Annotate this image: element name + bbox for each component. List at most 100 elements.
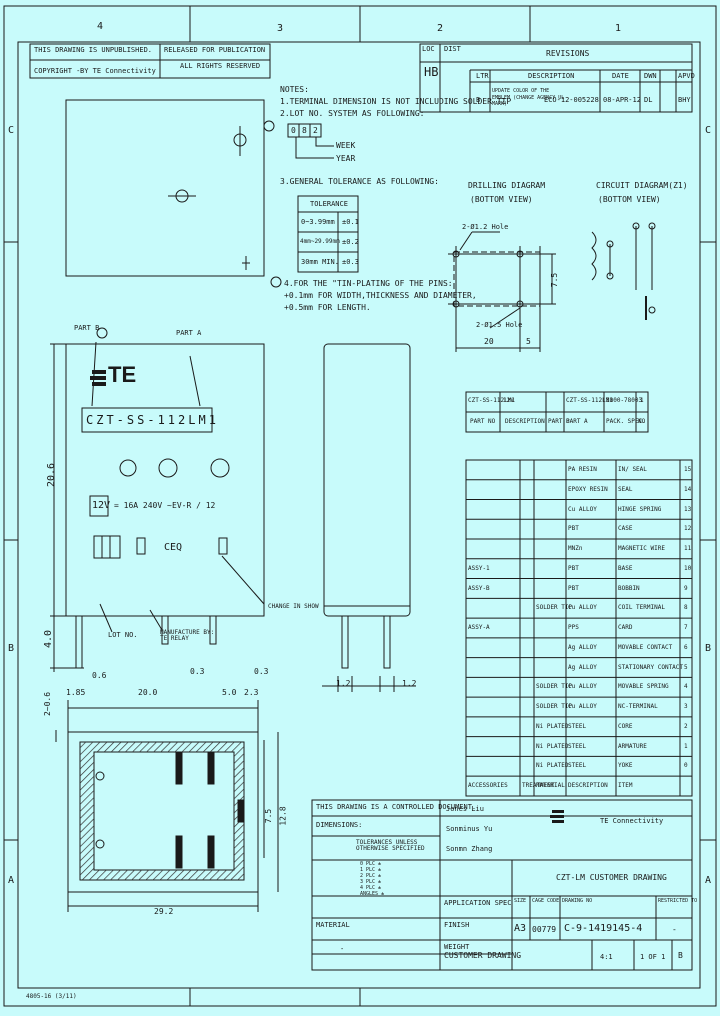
note-4c: +0.5mm FOR LENGTH. — [284, 303, 371, 312]
bom-cell: STATIONARY CONTACT — [618, 663, 684, 671]
relay-brand: TE — [108, 362, 137, 387]
bom-footer-cell: DESCRIPTION — [568, 782, 608, 790]
bom-cell: 13 — [684, 505, 692, 513]
bom-cell: 8 — [684, 604, 688, 612]
tb-title: CZT-LM CUSTOMER DRAWING — [556, 873, 667, 882]
cqc-mark — [119, 459, 137, 477]
zone-2: 2 — [437, 23, 444, 34]
bom-cell: 6 — [684, 643, 688, 651]
tol-line: 0 PLC ± — [360, 861, 382, 867]
bom-cell: 0 — [684, 762, 688, 770]
tol-line: 2 PLC ± — [360, 873, 382, 879]
tb-cage: 00779 — [532, 925, 557, 934]
bom-cell: Cu ALLOY — [568, 505, 597, 513]
rev-col-ltr: LTR — [476, 72, 489, 80]
rev-ltr: B — [476, 96, 481, 104]
note-2: 2.LOT NO. SYSTEM AS FOLLOWING: — [280, 109, 425, 118]
note-1: 1.TERMINAL DIMENSION IS NOT INCLUDING SO… — [280, 97, 512, 106]
tb-rest-value: - — [672, 925, 677, 934]
drilling-hole2: 2-Ø1.5 Hole — [476, 321, 523, 329]
tol-line: 3 PLC ± — [360, 879, 382, 885]
bom-cell: 3 — [684, 703, 688, 711]
rev-col-date: DATE — [612, 72, 629, 80]
tb-app-spec: APPLICATION SPEC — [444, 899, 512, 907]
rev-dwn: DL — [644, 96, 653, 104]
bom-cell: MOVABLE CONTACT — [618, 643, 673, 651]
bom-cell: 14 — [684, 485, 692, 493]
bom-footer-cell: ITEM — [618, 782, 633, 790]
bom-cell: 1 — [684, 742, 688, 750]
bom-cell: STEEL — [568, 722, 587, 730]
bom-cell: 10 — [684, 564, 692, 572]
bom-footer-cell: TREATMENT — [522, 782, 555, 790]
tb-tolerance: TOLERANCES UNLESS OTHERWISE SPECIFIED — [356, 839, 425, 852]
zone-3: 3 — [277, 23, 284, 34]
tb-size: A3 — [514, 923, 527, 934]
tb-cage-label: CAGE CODE — [532, 898, 560, 904]
relay-rating-code: EV-R / 12 — [172, 501, 216, 510]
zone-b-left: B — [8, 643, 15, 654]
bom-cell: 4 — [684, 683, 688, 691]
pt-value-1: 12V — [503, 397, 514, 404]
zone-c-left: C — [8, 125, 15, 136]
bv-dim-75: 7.5 — [264, 808, 274, 824]
revisions-title: REVISIONS — [546, 49, 590, 58]
note-4a: 4.FOR THE "TIN-PLATING OF THE PINS: — [284, 279, 453, 288]
tb-appr: Sonmn Zhang — [446, 845, 493, 853]
tol-range-3: 30mm MIN. — [301, 258, 339, 266]
tb-sheet: 1 OF 1 — [640, 953, 666, 961]
tb-dwn: Jones Liu — [446, 805, 484, 813]
notes-title: NOTES: — [280, 85, 309, 94]
tb-material-value: - — [340, 945, 345, 953]
bom-cell: 15 — [684, 466, 692, 473]
relay-side-view — [323, 343, 411, 617]
drilling-dim-20: 20 — [484, 337, 494, 346]
drilling-dim-7: 7.5 — [550, 272, 560, 288]
drilling-sub: (BOTTOM VIEW) — [470, 195, 533, 204]
bom-cell: Ag ALLOY — [568, 643, 597, 651]
tb-finish: FINISH — [444, 921, 470, 929]
tb-dims-label: DIMENSIONS: — [316, 821, 363, 829]
bv-dim-06: 0.6 — [92, 671, 107, 680]
copyright-text: COPYRIGHT - — [34, 67, 81, 75]
rev-col-dwn: DWN — [644, 72, 657, 80]
relay-rating-voltage: 12V — [92, 500, 111, 511]
dist-label: DIST — [444, 45, 461, 53]
lot-year-label: YEAR — [336, 154, 356, 163]
bom-cell: ASSY-A — [468, 624, 490, 632]
bom-cell: PBT — [568, 584, 579, 592]
pt-value-3: 1000-78003 — [606, 397, 643, 404]
lot-week-label: WEEK — [336, 141, 356, 150]
inner-frame — [17, 41, 701, 989]
bom-cell: 7 — [684, 624, 688, 632]
pt-header-2: PART B — [548, 418, 570, 425]
bom-cell: Cu ALLOY — [568, 604, 597, 612]
bom-cell: BOBBIN — [618, 584, 640, 592]
circuit-title: CIRCUIT DIAGRAM(Z1) — [596, 181, 688, 190]
te-logo-title — [550, 810, 564, 823]
bom-cell: PPS — [568, 624, 579, 632]
bom-cell: 12 — [684, 525, 692, 533]
bom-cell: Ni PLATED — [536, 762, 569, 770]
ul-mark — [158, 458, 178, 478]
bom-cell: PBT — [568, 564, 579, 572]
bom-cell: 2 — [684, 722, 688, 730]
bom-cell: CASE — [618, 525, 633, 533]
loc-value: HB — [424, 65, 439, 79]
bv-dim-185: 1.85 — [66, 688, 86, 697]
company-short: BY TE Connectivity — [80, 67, 156, 75]
zone-a-left: A — [8, 875, 15, 886]
bom-cell: ASSY-B — [468, 584, 490, 592]
bom-cell: SOLDER TIP — [536, 683, 573, 691]
part-a-label: PART A — [176, 329, 202, 337]
bv-dim-200: 20.0 — [138, 688, 158, 697]
tol-line: 4 PLC ± — [360, 885, 382, 891]
lot-no-label: LOT NO. — [108, 631, 138, 639]
zone-1: 1 — [615, 23, 622, 34]
drilling-dim-5: 5 — [526, 337, 531, 346]
bom-cell: PA RESIN — [568, 466, 597, 473]
te-logo-relay — [90, 370, 106, 386]
bom-cell: SOLDER TIP — [536, 703, 573, 711]
tb-rev: B — [678, 951, 683, 960]
bom-cell: SEAL — [618, 485, 633, 493]
